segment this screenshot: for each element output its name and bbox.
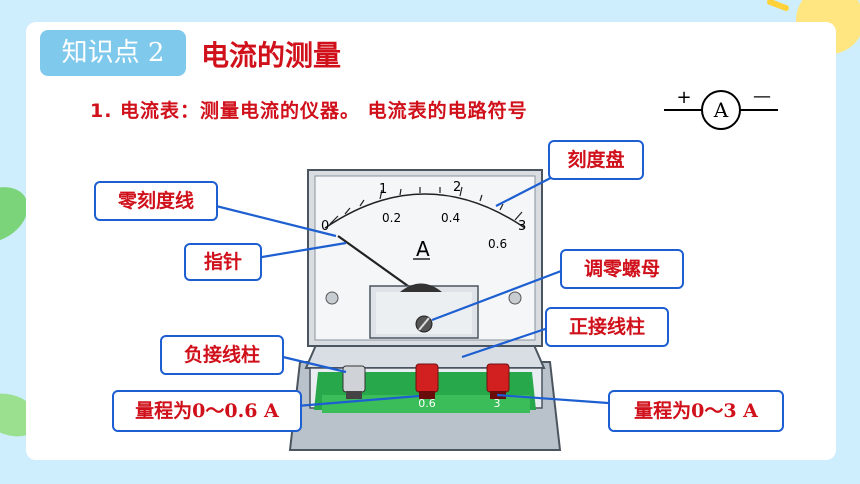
callout-range-large: 量程为0～3 A [608,390,784,432]
symbol-minus: — [753,86,771,107]
scale-lower-0-4: 0.4 [441,211,460,225]
callout-range-small: 量程为0～0.6 A [112,390,302,432]
symbol-letter: A [713,98,729,122]
callout-pointer: 指针 [184,243,262,281]
page-title: 电流的测量 [201,39,342,72]
callout-negative-terminal: 负接线柱 [160,335,284,375]
callout-positive-terminal: 正接线柱 [545,307,669,347]
scale-lower-0-2: 0.2 [382,211,401,225]
subtitle: 1. 电流表：测量电流的仪器。 电流表的电路符号 [90,100,528,122]
ammeter-symbol: A + — [664,86,778,130]
scale-upper-0: 0 [321,219,329,234]
scale-upper-2: 2 [453,180,461,195]
callout-dial: 刻度盘 [548,140,644,180]
scale-upper-3: 3 [518,219,526,234]
callout-zero-line: 零刻度线 [94,181,218,221]
scale-upper-1: 1 [379,182,387,197]
scale-lower-0-6: 0.6 [488,237,507,251]
symbol-plus: + [676,87,691,108]
callout-zero-screw: 调零螺母 [560,249,684,289]
dial-unit: A [416,237,430,261]
terminal-label-3: 3 [494,397,501,410]
knowledge-point-badge: 知识点 2 [40,30,186,76]
terminal-label-0-6: 0.6 [418,397,436,410]
